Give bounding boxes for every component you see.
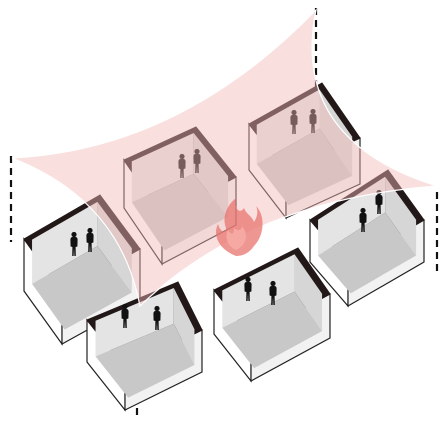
room-floor xyxy=(318,212,417,294)
inner-wall-back-left xyxy=(318,176,386,256)
person-head xyxy=(245,276,251,283)
fire-icon xyxy=(216,198,263,256)
person-head xyxy=(179,153,185,160)
room-floor xyxy=(131,173,229,251)
person-icon xyxy=(70,237,78,256)
canopy-shape xyxy=(11,8,438,308)
person-head xyxy=(270,280,276,287)
room-box xyxy=(213,247,331,383)
room-box xyxy=(23,194,141,346)
inner-wall-back-right xyxy=(173,288,195,365)
inner-wall-back-left xyxy=(95,288,174,357)
inner-wall-back-left xyxy=(131,133,194,203)
person-head xyxy=(310,108,316,115)
inner-wall-back-left xyxy=(32,201,98,284)
person-icon xyxy=(309,114,317,133)
person-head xyxy=(194,148,200,155)
person-head xyxy=(360,207,366,214)
person-head xyxy=(291,109,297,116)
inner-wall-back-right xyxy=(193,133,229,217)
person-icon xyxy=(121,309,129,328)
person-icon xyxy=(290,115,298,134)
room-box xyxy=(123,126,237,266)
person-icon xyxy=(375,195,383,214)
room-floor xyxy=(256,128,353,206)
person-head xyxy=(71,231,77,238)
flame-inner xyxy=(226,226,246,250)
person-head xyxy=(87,227,93,234)
person-head xyxy=(154,305,160,312)
room-floor xyxy=(32,246,132,330)
room-box xyxy=(248,82,361,220)
inner-wall-back-right xyxy=(294,254,323,332)
room-box xyxy=(309,169,425,308)
person-icon xyxy=(193,154,201,173)
inner-wall-back-left xyxy=(222,254,295,328)
person-icon xyxy=(269,286,277,305)
inner-wall-back-left xyxy=(256,89,320,164)
room-box xyxy=(86,281,203,412)
person-icon xyxy=(178,159,186,178)
room-floor xyxy=(95,323,195,398)
inner-wall-back-right xyxy=(97,201,132,293)
room-boxes xyxy=(23,82,425,412)
room-floor xyxy=(222,291,323,369)
person-icon xyxy=(244,282,252,301)
person-head xyxy=(122,303,128,310)
person-icon xyxy=(153,311,161,330)
inner-wall-back-right xyxy=(385,176,417,256)
person-icon xyxy=(86,233,94,252)
person-icon xyxy=(359,213,367,232)
